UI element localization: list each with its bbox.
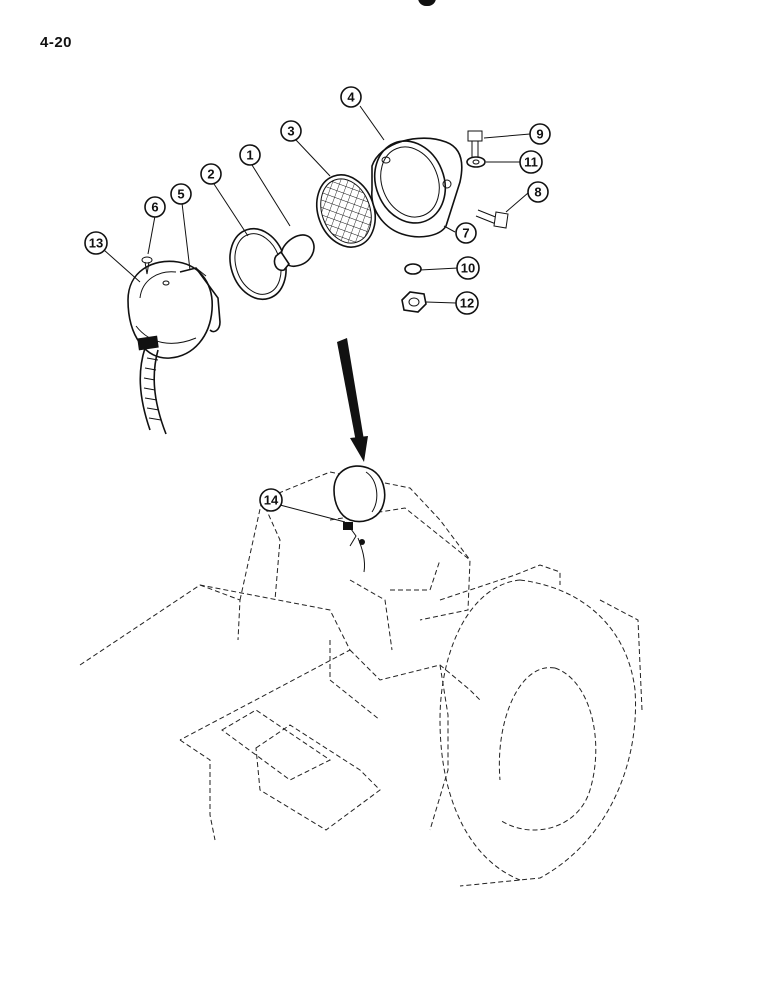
screw-6: [141, 256, 153, 275]
mounting-bracket-5: [179, 267, 221, 333]
callout-9[interactable]: 9: [529, 123, 551, 145]
svg-text:3: 3: [287, 124, 294, 139]
callout-1[interactable]: 1: [239, 144, 261, 166]
callout-2[interactable]: 2: [200, 163, 222, 185]
svg-text:10: 10: [461, 261, 475, 276]
svg-text:2: 2: [207, 167, 214, 182]
washer-11: [466, 156, 486, 168]
cable: [139, 347, 167, 435]
nut-12: [401, 291, 427, 313]
lens-3: [316, 174, 376, 248]
bolt-8: [475, 209, 509, 229]
svg-text:6: 6: [151, 200, 158, 215]
callout-10[interactable]: 10: [456, 256, 480, 280]
callout-5[interactable]: 5: [170, 183, 192, 205]
callout-4[interactable]: 4: [340, 86, 362, 108]
svg-text:11: 11: [524, 155, 538, 170]
callout-13[interactable]: 13: [84, 231, 108, 255]
header-fragment: [418, 0, 436, 6]
install-arrow: [337, 338, 368, 462]
bulb-1: [273, 234, 315, 272]
rim-4: [371, 137, 463, 238]
callout-6[interactable]: 6: [144, 196, 166, 218]
svg-text:8: 8: [534, 185, 541, 200]
installed-lamp: [333, 465, 386, 573]
svg-text:13: 13: [89, 236, 103, 251]
tractor-outline: [79, 471, 643, 887]
callout-14[interactable]: 14: [259, 488, 283, 512]
callout-3[interactable]: 3: [280, 120, 302, 142]
nut-10: [404, 263, 422, 275]
svg-text:14: 14: [264, 493, 279, 508]
page-number: 4-20: [40, 34, 73, 51]
svg-text:7: 7: [462, 226, 469, 241]
svg-text:1: 1: [246, 148, 253, 163]
bolt-9: [467, 130, 483, 158]
callout-7[interactable]: 7: [455, 222, 477, 244]
svg-text:9: 9: [536, 127, 543, 142]
callout-12[interactable]: 12: [455, 291, 479, 315]
svg-text:5: 5: [177, 187, 184, 202]
callout-11[interactable]: 11: [519, 150, 543, 174]
callout-8[interactable]: 8: [527, 181, 549, 203]
svg-text:4: 4: [347, 90, 355, 105]
lamp-housing-13: [127, 260, 213, 359]
svg-text:12: 12: [460, 296, 474, 311]
leader-lines: [103, 105, 531, 523]
